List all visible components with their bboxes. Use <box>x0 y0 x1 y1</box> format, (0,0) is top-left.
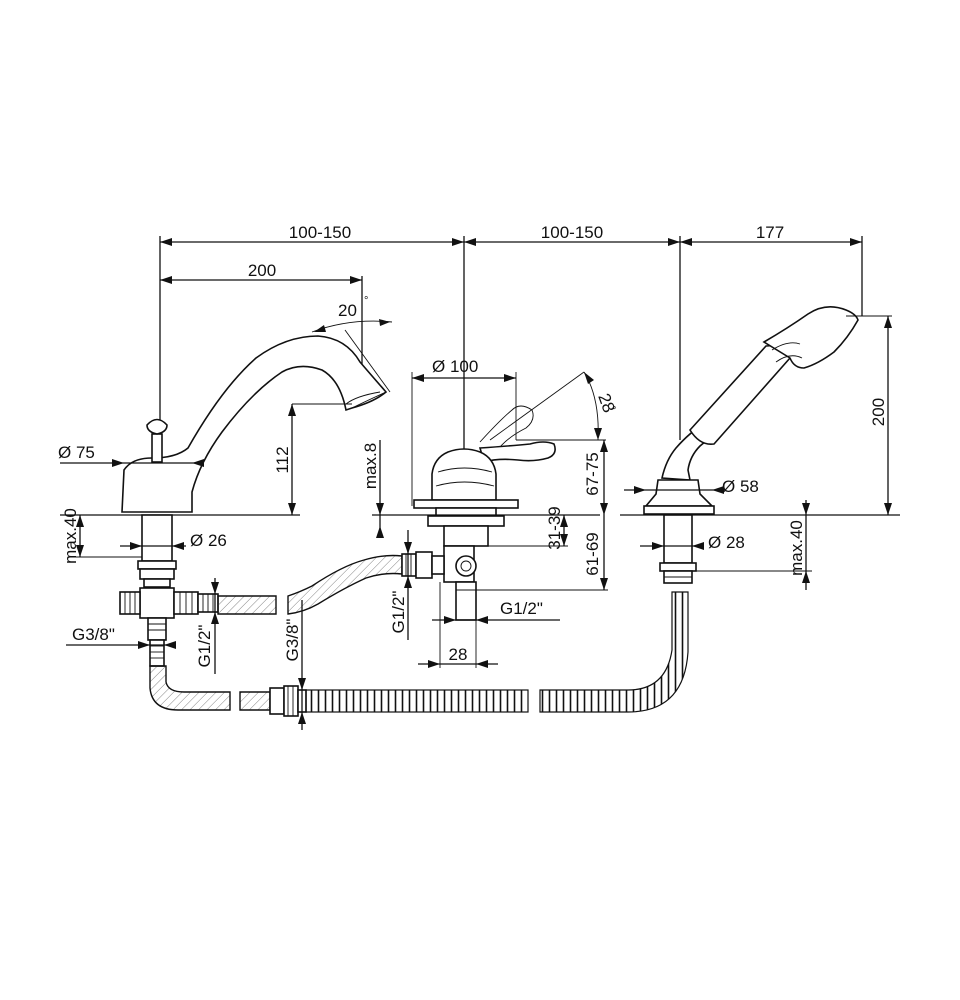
dim-top-mid: 100-150 <box>541 223 603 242</box>
dim-shower-max-deck: max.40 <box>787 520 806 576</box>
dim-spout-reach: 200 <box>248 261 276 280</box>
dim-mixer-g12-left: G1/2" <box>389 591 408 634</box>
dim-spout-shank: Ø 26 <box>190 531 227 550</box>
dim-spout-dia: Ø 75 <box>58 443 95 462</box>
mixer-assembly: Ø 100 28 ° max.8 67-75 31 <box>361 357 619 668</box>
dim-spout-angle: 20 <box>338 301 357 320</box>
spout-assembly: 200 20 ° 112 Ø 75 <box>58 261 393 674</box>
dim-top-left: 100-150 <box>289 223 351 242</box>
dim-mixer-g12-right: G1/2" <box>500 599 543 618</box>
dim-spout-max-deck: max.40 <box>61 508 80 564</box>
dim-mixer-max8: max.8 <box>361 443 380 489</box>
dim-mixer-angle-unit: ° <box>612 405 616 417</box>
hand-shower-assembly: 200 Ø 58 Ø 28 max.40 <box>620 306 900 590</box>
top-dimension-chain: 100-150 100-150 177 <box>159 223 863 525</box>
dim-mixer-61-69: 61-69 <box>583 532 602 575</box>
dim-spout-height: 112 <box>273 446 292 473</box>
dim-mixer-31-39: 31-39 <box>545 506 564 549</box>
dim-top-right: 177 <box>756 223 784 242</box>
hoses: G3/8" <box>149 554 689 730</box>
dim-mixer-67-75: 67-75 <box>583 452 602 495</box>
dim-shower-dia58: Ø 58 <box>722 477 759 496</box>
dim-shower-dia28: Ø 28 <box>708 533 745 552</box>
dim-spout-g38: G3/8" <box>72 625 115 644</box>
dim-hose-g38: G3/8" <box>283 619 302 662</box>
dim-shower-height: 200 <box>869 398 888 426</box>
dim-mixer-dia: Ø 100 <box>432 357 478 376</box>
dim-mixer-28: 28 <box>449 645 468 664</box>
dim-spout-g12: G1/2" <box>195 625 214 668</box>
dim-spout-angle-unit: ° <box>364 295 368 307</box>
